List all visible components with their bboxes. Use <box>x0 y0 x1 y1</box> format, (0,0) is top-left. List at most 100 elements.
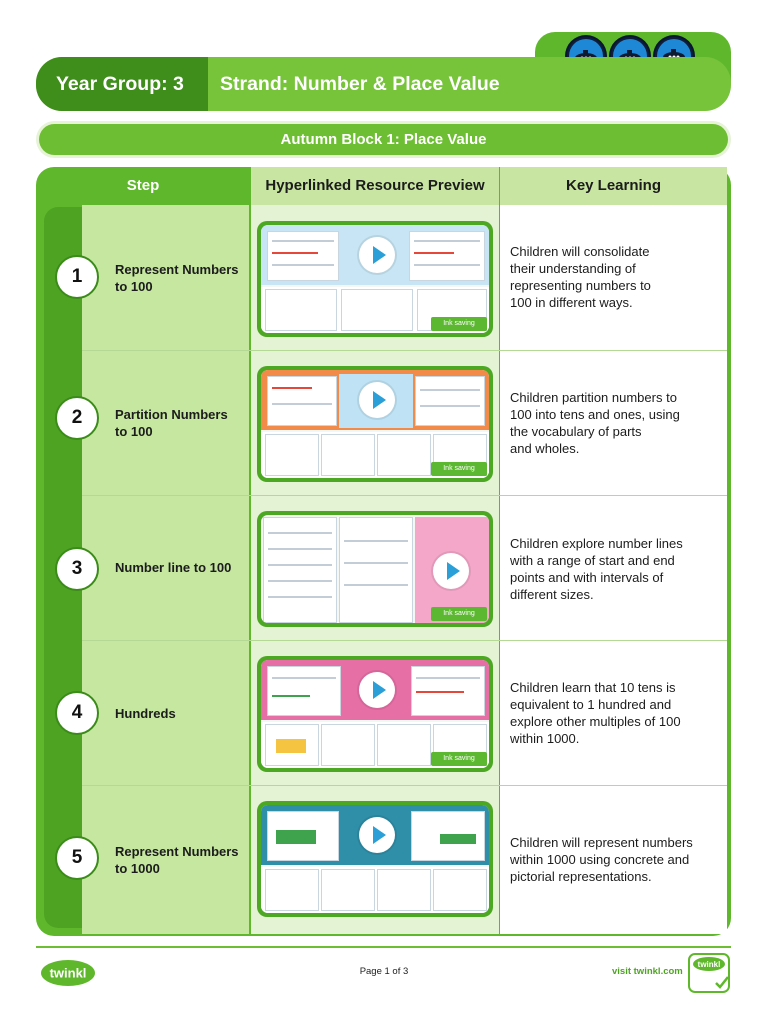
column-header-resource: Hyperlinked Resource Preview <box>251 167 499 205</box>
ink-saving-badge: Ink saving <box>431 317 487 331</box>
preview-panel <box>267 811 339 861</box>
preview-slide <box>261 370 489 430</box>
preview-slide <box>261 225 489 285</box>
step-label-line: to 100 <box>115 424 153 439</box>
footer-divider <box>36 946 731 948</box>
visit-link[interactable]: visit twinkl.com <box>612 966 683 977</box>
preview-sheet <box>377 724 431 766</box>
key-learning-text: Children learn that 10 tens is equivalen… <box>510 679 710 747</box>
preview-panel <box>267 231 339 281</box>
resource-preview-link[interactable]: Ink saving <box>257 221 493 337</box>
key-line: 100 into tens and ones, using <box>510 407 680 422</box>
page-number: Page 1 of 3 <box>359 966 409 977</box>
preview-panel <box>267 666 341 716</box>
preview-image: Ink saving <box>261 515 489 623</box>
preview-sheet <box>339 517 413 623</box>
key-line: pictorial representations. <box>510 869 652 884</box>
key-line: their understanding of <box>510 261 636 276</box>
preview-sheets <box>261 867 489 913</box>
preview-sheet <box>321 434 375 476</box>
key-line: explore other multiples of 100 <box>510 714 681 729</box>
preview-sheet <box>377 434 431 476</box>
step-label[interactable]: Represent Numbers to 1000 <box>115 843 255 877</box>
preview-image: Ink saving <box>261 370 489 478</box>
preview-panel <box>267 376 337 426</box>
preview-sheets <box>261 287 489 333</box>
row-divider <box>82 640 727 641</box>
strand-title: Strand: Number & Place Value <box>220 73 500 95</box>
year-group-title: Year Group: 3 <box>56 73 184 95</box>
step-number-badge: 1 <box>55 255 99 299</box>
preview-sheet <box>265 434 319 476</box>
step-label[interactable]: Number line to 100 <box>115 559 255 576</box>
play-icon[interactable] <box>359 672 395 708</box>
play-icon[interactable] <box>359 382 395 418</box>
key-line: representing numbers to <box>510 278 651 293</box>
step-number-badge: 2 <box>55 396 99 440</box>
column-header-key-learning: Key Learning <box>500 167 727 205</box>
twinkl-logo[interactable]: twinkl <box>40 957 96 987</box>
key-line: within 1000 using concrete and <box>510 852 690 867</box>
step-label-line: to 100 <box>115 279 153 294</box>
step-label-line: Represent Numbers <box>115 844 239 859</box>
preview-panel <box>409 231 485 281</box>
key-line: points and with intervals of <box>510 570 664 585</box>
preview-sheet <box>265 724 319 766</box>
header-bar: Year Group: 3 Strand: Number & Place Val… <box>36 57 731 111</box>
preview-sheet <box>265 289 337 331</box>
step-label-line: Hundreds <box>115 706 176 721</box>
key-learning-column <box>500 205 727 934</box>
resource-preview-link[interactable]: Ink saving <box>257 366 493 482</box>
resource-preview-link[interactable]: Ink saving <box>257 511 493 627</box>
step-label[interactable]: Represent Numbers to 100 <box>115 261 255 295</box>
step-label-line: Partition Numbers <box>115 407 228 422</box>
key-line: and wholes. <box>510 441 580 456</box>
play-icon[interactable] <box>433 553 469 589</box>
key-line: with a range of start and end <box>510 553 675 568</box>
key-line: Children will consolidate <box>510 244 650 259</box>
strand-box: Strand: Number & Place Value <box>208 57 731 111</box>
resource-preview-link[interactable]: Ink saving <box>257 656 493 772</box>
ink-saving-badge: Ink saving <box>431 752 487 766</box>
step-label[interactable]: Partition Numbers to 100 <box>115 406 255 440</box>
preview-image: Ink saving <box>261 225 489 333</box>
step-label-line: Represent Numbers <box>115 262 239 277</box>
row-divider <box>82 350 727 351</box>
key-line: Children explore number lines <box>510 536 683 551</box>
preview-sheet <box>433 869 487 911</box>
step-number-badge: 3 <box>55 547 99 591</box>
step-number-badge: 4 <box>55 691 99 735</box>
key-line: within 1000. <box>510 731 580 746</box>
preview-slide <box>261 660 489 720</box>
resource-preview-link[interactable] <box>257 801 493 917</box>
block-title: Autumn Block 1: Place Value <box>39 124 728 155</box>
play-icon[interactable] <box>359 237 395 273</box>
step-column <box>82 205 249 934</box>
key-line: 100 in different ways. <box>510 295 633 310</box>
key-line: Children learn that 10 tens is <box>510 680 676 695</box>
preview-sheet <box>377 869 431 911</box>
quality-standard-badge: twinkl <box>688 953 730 993</box>
preview-slide <box>261 805 489 865</box>
key-line: Children partition numbers to <box>510 390 677 405</box>
preview-panel <box>411 666 485 716</box>
preview-image: Ink saving <box>261 660 489 768</box>
key-line: different sizes. <box>510 587 594 602</box>
key-learning-text: Children will represent numbers within 1… <box>510 834 710 885</box>
logo-text: twinkl <box>50 966 87 981</box>
preview-image <box>261 805 489 913</box>
step-label[interactable]: Hundreds <box>115 705 255 722</box>
play-icon[interactable] <box>359 817 395 853</box>
key-line: equivalent to 1 hundred and <box>510 697 672 712</box>
year-group-box: Year Group: 3 <box>36 57 208 111</box>
preview-panel <box>411 811 485 861</box>
ink-saving-badge: Ink saving <box>431 607 487 621</box>
step-label-line: Number line to 100 <box>115 560 232 575</box>
steps-table: Step Hyperlinked Resource Preview Key Le… <box>36 167 731 936</box>
key-line: Children will represent numbers <box>510 835 693 850</box>
preview-sheet <box>321 724 375 766</box>
preview-sheets <box>261 722 489 768</box>
quality-badge-text: twinkl <box>698 960 721 969</box>
key-learning-text: Children partition numbers to 100 into t… <box>510 389 710 457</box>
column-header-step: Step <box>126 177 160 194</box>
